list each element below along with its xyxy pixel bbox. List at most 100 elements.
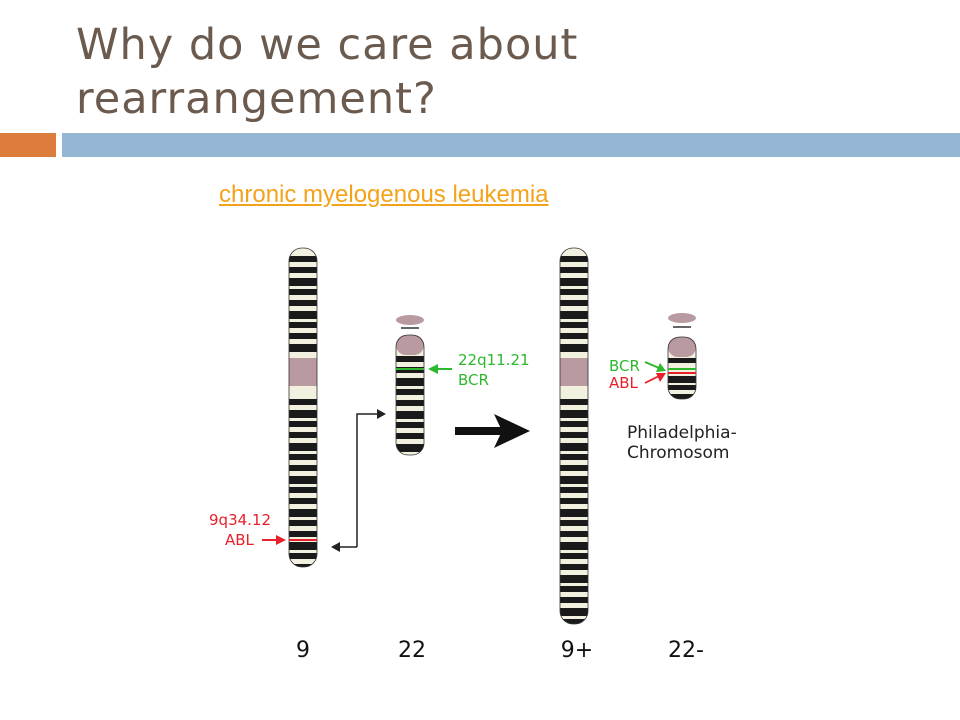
slide-title: Why do we care about rearrangement? [76,18,936,126]
chromosome-band [560,410,588,418]
chromosome-22 [395,315,425,456]
philadelphia-caption-line-2: Chromosom [627,443,729,463]
chromosome-band [560,278,588,286]
chromosome-band [289,498,317,504]
chromosome-9-derivative [559,247,589,625]
chromosome-band [560,421,588,427]
philadelphia-caption-line-1: Philadelphia- [627,423,737,443]
translocation-connector [331,409,386,552]
slide-title-line-2: rearrangement? [76,74,437,124]
chromosome-band [396,400,424,406]
chromosome-9-derivative-centromere-region [560,358,588,386]
chromosome-band [289,509,317,517]
chromosome-band [289,278,317,286]
chromosome-band [560,333,588,339]
chromosome-band [560,542,588,550]
chromosome-band [289,531,317,537]
chromosome-band [289,267,317,273]
chromosome-band [289,454,317,460]
accent-bar-orange [0,133,56,157]
chromosome-band [560,509,588,517]
chromosome-band [289,443,317,451]
chromosome-band [289,520,317,526]
chromosome-band [560,465,588,471]
chromosome-9-derivative-outline [559,247,589,625]
chromosome-band [396,411,424,419]
fusion-abl-text: ABL [609,374,639,392]
chromosome-band [560,289,588,295]
chromosome-label-9: 9 [296,638,310,663]
chromosome-band [560,619,588,624]
chromosome-band [289,333,317,339]
abl-locus-text: 9q34.12 [209,511,271,529]
result-arrow-icon [455,414,530,448]
accent-bar-blue [62,133,960,157]
chromosome-band [289,399,317,405]
chromosome-9 [288,247,318,568]
chromosome-22-satellite [396,315,424,325]
chromosome-band [560,498,588,504]
chromosome-band [289,300,317,306]
fusion-gene-labels: BCR ABL [609,357,666,392]
chromosome-band [289,311,317,319]
slide-title-line-1: Why do we care about [76,20,579,70]
chromosome-band [560,443,588,451]
chromosome-band [396,444,424,452]
chromosome-band [560,311,588,319]
chromosome-band [668,358,696,363]
chromosome-band [396,378,424,386]
chromosome-band [289,465,317,471]
chromosome-9-body [289,248,317,567]
chromosome-band [560,454,588,460]
chromosome-band [289,410,317,418]
chromosome-band [289,553,317,559]
chromosome-band [289,542,317,550]
chromosome-band [560,564,588,570]
bcr-gene-text: BCR [458,371,489,389]
chromosome-band [289,487,317,493]
chromosome-band [560,399,588,405]
philadelphia-chromosome [667,313,697,400]
fusion-bcr-text: BCR [609,357,640,375]
chromosome-band [668,385,696,390]
chromosome-9-centromere-region [289,358,317,386]
chromosome-band [560,476,588,484]
chromosome-22-outline [395,334,425,456]
chromosome-label-22-minus: 22- [668,638,704,663]
chromosome-band [396,433,424,439]
chromosome-band [396,356,424,362]
chromosome-band [668,376,696,383]
chromosome-label-9-plus: 9+ [561,638,593,663]
chromosome-9-outline [288,247,318,568]
chromosome-band [560,432,588,438]
chromosome-band [560,344,588,352]
chromosome-band [560,322,588,328]
chromosome-band [396,422,424,428]
chromosome-9-derivative-bands [560,256,588,624]
chromosome-22-bands [396,356,424,452]
chromosome-band [289,322,317,328]
chromosome-band [560,300,588,306]
bcr-locus-label: 22q11.21 BCR [428,351,530,389]
chromosome-band [289,256,317,262]
chromosome-22-centromere-region [396,335,424,355]
chromosome-band [560,553,588,559]
chromosome-9-bands [289,256,317,567]
philadelphia-bands [668,358,696,399]
bcr-locus-text: 22q11.21 [458,351,530,369]
chromosome-band [289,344,317,352]
chromosome-band [289,432,317,438]
chromosome-band [560,520,588,526]
chromosome-band [289,421,317,427]
chromosome-band [289,476,317,484]
cml-link[interactable]: chronic myelogenous leukemia [219,181,549,208]
chromosome-band [560,267,588,273]
chromosome-band [560,531,588,537]
chromosome-band [289,564,317,567]
chromosome-band [396,389,424,395]
chromosome-label-22: 22 [398,638,426,663]
abl-gene-text: ABL [225,531,255,549]
chromosome-band [560,256,588,262]
philadelphia-centromere-region [668,337,696,357]
